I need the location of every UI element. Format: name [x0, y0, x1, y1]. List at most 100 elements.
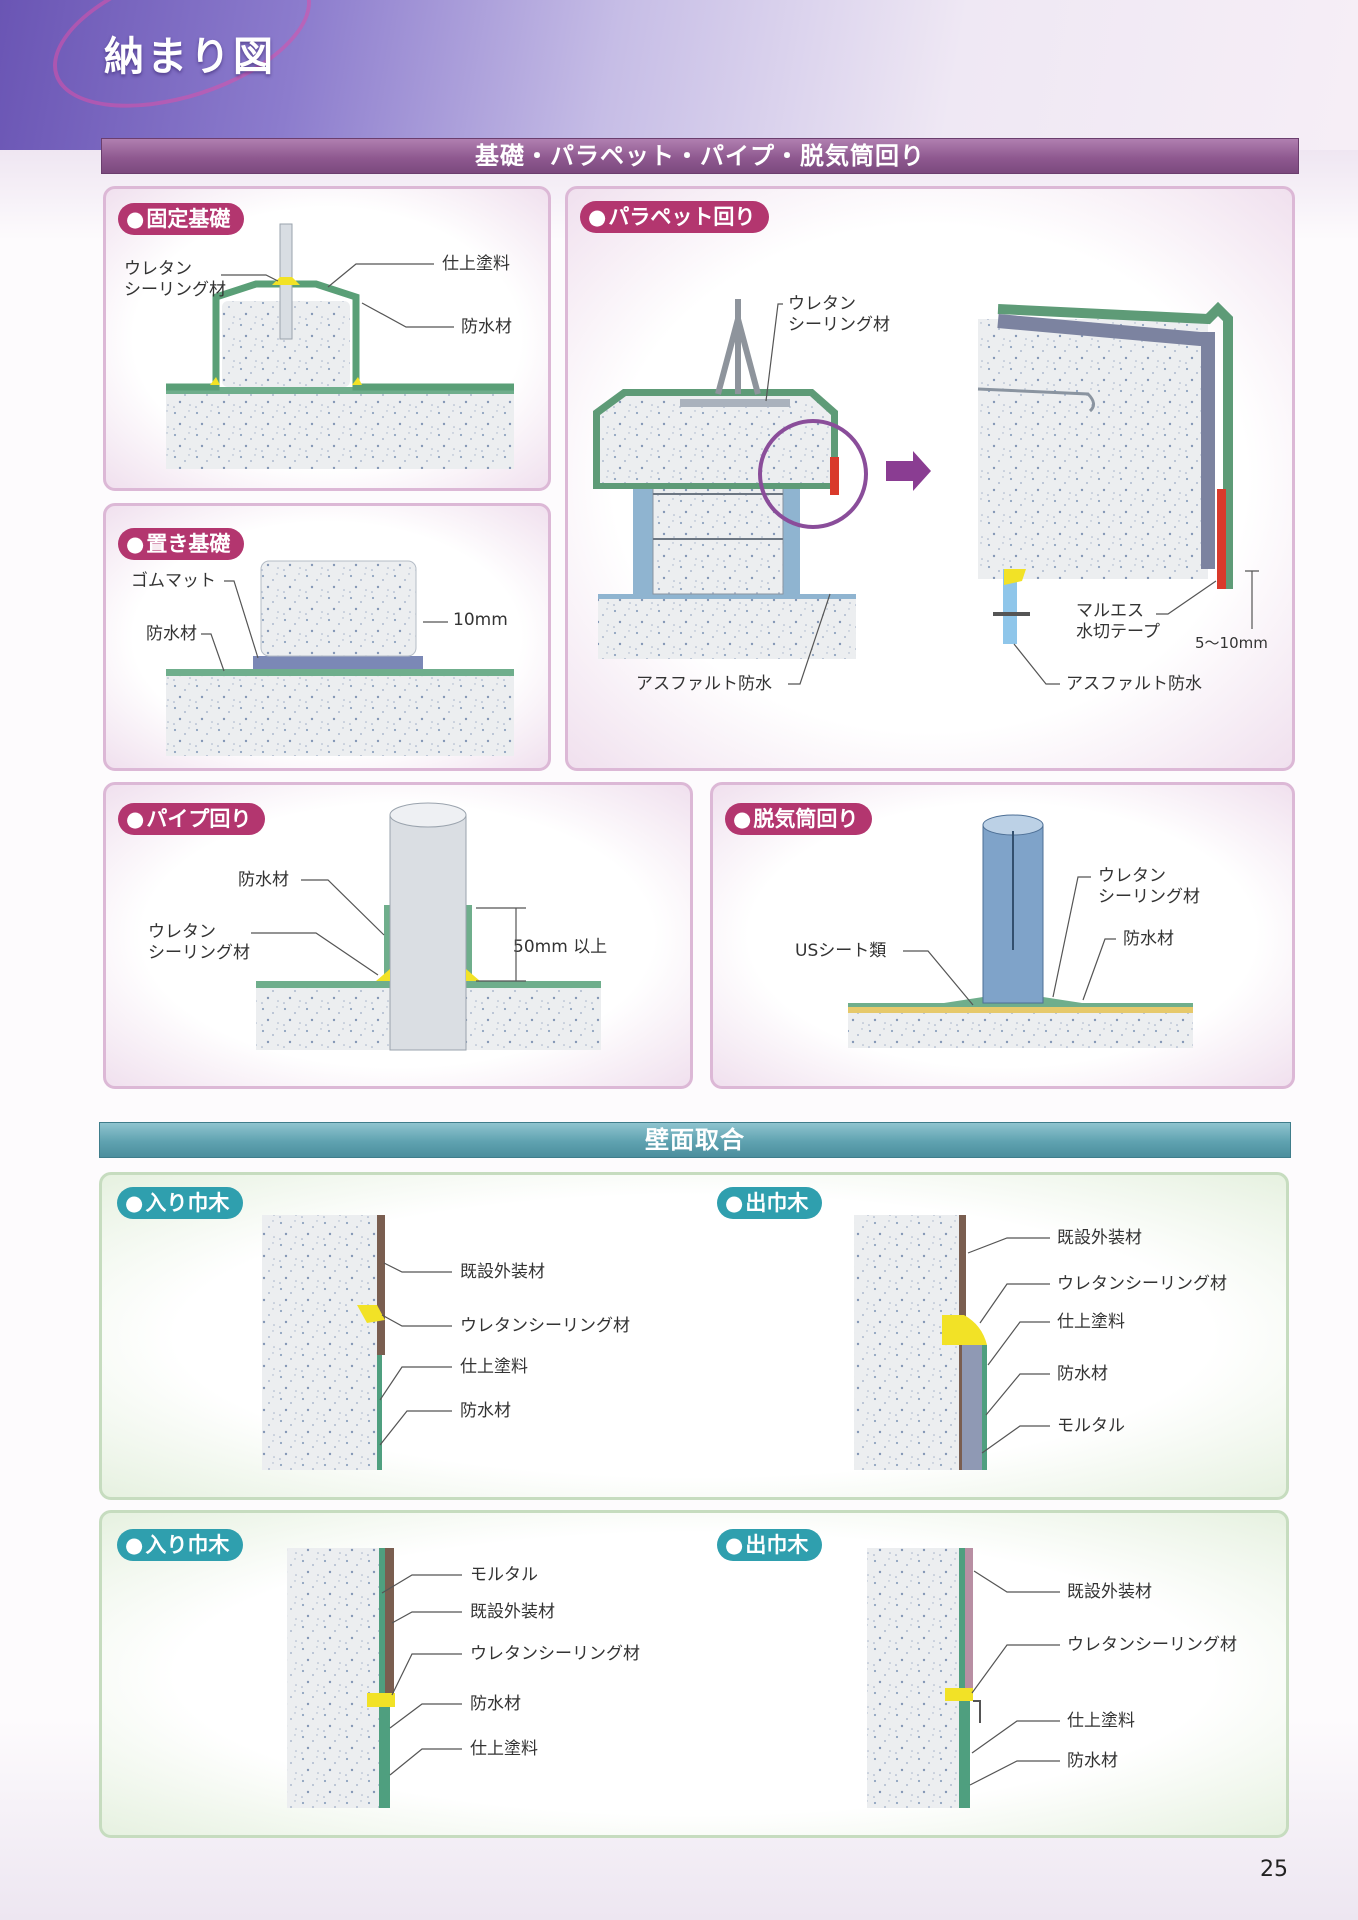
label: ウレタン: [788, 294, 856, 314]
drip-edge: [973, 1700, 981, 1723]
sealant: [367, 1693, 395, 1707]
detail-tape: [1217, 489, 1226, 589]
leader: [967, 1237, 1050, 1254]
panel-title-c: 入り巾木: [117, 1529, 244, 1561]
label: ウレタンシーリング材: [470, 1644, 640, 1664]
leader: [788, 593, 831, 685]
label: マルエス: [1076, 601, 1144, 621]
leader: [987, 1321, 1050, 1366]
section-bar-foundation: 基礎・パラペット・パイプ・脱気筒回り: [101, 138, 1299, 174]
section-bar-wall: 壁面取合: [99, 1122, 1291, 1158]
label: 既設外装材: [1067, 1582, 1152, 1602]
waterproof: [385, 1703, 390, 1808]
detail-sealant: [1004, 569, 1026, 585]
leader: [391, 1653, 462, 1696]
pipe-waterproof-left: [384, 905, 390, 985]
label: シーリング材: [1098, 887, 1200, 907]
existing-cladding: [377, 1215, 385, 1355]
leader: [301, 879, 385, 936]
mortar: [962, 1345, 982, 1470]
leader: [981, 1425, 1050, 1454]
label: 防水材: [1067, 1751, 1118, 1771]
panel-title-d: 出巾木: [717, 1529, 823, 1561]
detail-finish: [997, 314, 1215, 569]
leader: [1013, 643, 1060, 685]
sealant: [272, 277, 300, 285]
label: 防水材: [238, 870, 289, 890]
coping: [600, 396, 831, 483]
label: 既設外装材: [460, 1262, 545, 1282]
label: ウレタンシーリング材: [460, 1316, 630, 1336]
panel-title-b: 出巾木: [717, 1187, 823, 1219]
leader: [381, 1314, 452, 1327]
panel-wall-row2: 入り巾木 出巾木 モルタル 既設外装材 ウレタンシーリング材 防水材 仕上塗料 …: [99, 1510, 1289, 1838]
us-sheet: [848, 1007, 1193, 1013]
label: 既設外装材: [1057, 1228, 1142, 1248]
mortar: [379, 1548, 385, 1808]
leader: [379, 1410, 452, 1446]
leader: [327, 263, 434, 288]
label: ウレタン: [148, 922, 216, 942]
panel-title: 置き基礎: [118, 528, 245, 560]
leader: [971, 1720, 1060, 1754]
leader: [903, 950, 974, 1006]
panel-title: パイプ回り: [118, 803, 266, 835]
label: ウレタン: [124, 259, 192, 279]
label: 防水材: [470, 1694, 521, 1714]
pipe-top: [389, 802, 467, 828]
label: 5～10mm: [1195, 634, 1268, 652]
label: 仕上塗料: [442, 253, 510, 274]
sealant: [357, 1305, 385, 1323]
wall-row1-diagrams: 既設外装材 ウレタンシーリング材 仕上塗料 防水材 既設外装材 ウレタンシーリン…: [262, 1215, 1227, 1470]
wall-concrete: [262, 1215, 377, 1470]
waterproof-wrap: [166, 280, 514, 391]
wall-concrete: [867, 1548, 959, 1808]
leader: [1082, 938, 1116, 1001]
label: 水切テープ: [1076, 622, 1160, 642]
detail-arrow: [886, 451, 931, 491]
leader: [201, 633, 225, 672]
label: 仕上塗料: [470, 1738, 538, 1759]
detail-coping: [978, 319, 1208, 579]
panel-title-a: 入り巾木: [117, 1187, 244, 1219]
roof-slab: [598, 599, 856, 659]
mortar: [959, 1548, 965, 1808]
panel-title: 固定基礎: [118, 203, 245, 235]
leader: [985, 1373, 1050, 1416]
leader: [221, 274, 279, 282]
slab: [166, 676, 514, 756]
label: 仕上塗料: [460, 1356, 528, 1377]
label: 防水材: [146, 624, 197, 644]
pipe: [389, 814, 467, 1051]
leader: [765, 303, 783, 402]
label: アスファルト防水: [636, 674, 772, 694]
pipe-waterproof-right: [466, 905, 472, 985]
waterproof: [982, 1345, 987, 1470]
label: モルタル: [1057, 1416, 1125, 1436]
waterproof: [377, 1355, 382, 1470]
label: 仕上塗料: [1067, 1710, 1135, 1731]
sealant: [942, 1315, 987, 1345]
parapet-diagram: ウレタン シーリング材 アスファルト防水 マルエス 水切テープ 5～10mm ア…: [593, 294, 1268, 694]
placed-base-diagram: ゴムマット 防水材 10mm: [131, 560, 514, 756]
panel-fixed-base: 固定基礎 ウレタン シーリング材 仕上塗料 防水材: [103, 186, 551, 491]
wall-concrete: [287, 1548, 379, 1808]
leader: [381, 1574, 462, 1594]
label: シーリング材: [148, 943, 250, 963]
dimension-line: [1245, 570, 1259, 629]
waterproof-layer: [166, 669, 514, 676]
sealant: [945, 1688, 973, 1701]
label: シーリング材: [124, 280, 226, 300]
detail-circle: [758, 419, 868, 529]
existing-cladding: [965, 1548, 973, 1698]
dimension-line: [476, 907, 526, 982]
label: ウレタンシーリング材: [1067, 1635, 1237, 1655]
slab: [166, 394, 514, 469]
leader: [361, 302, 454, 328]
panel-title: 脱気筒回り: [725, 803, 873, 835]
leader: [979, 1283, 1050, 1324]
panel-placed-base: 置き基礎 ゴムマット 防水材 10mm: [103, 503, 551, 771]
existing-cladding: [385, 1548, 394, 1703]
page-number: 25: [1260, 1857, 1288, 1882]
label: ウレタン: [1098, 866, 1166, 886]
